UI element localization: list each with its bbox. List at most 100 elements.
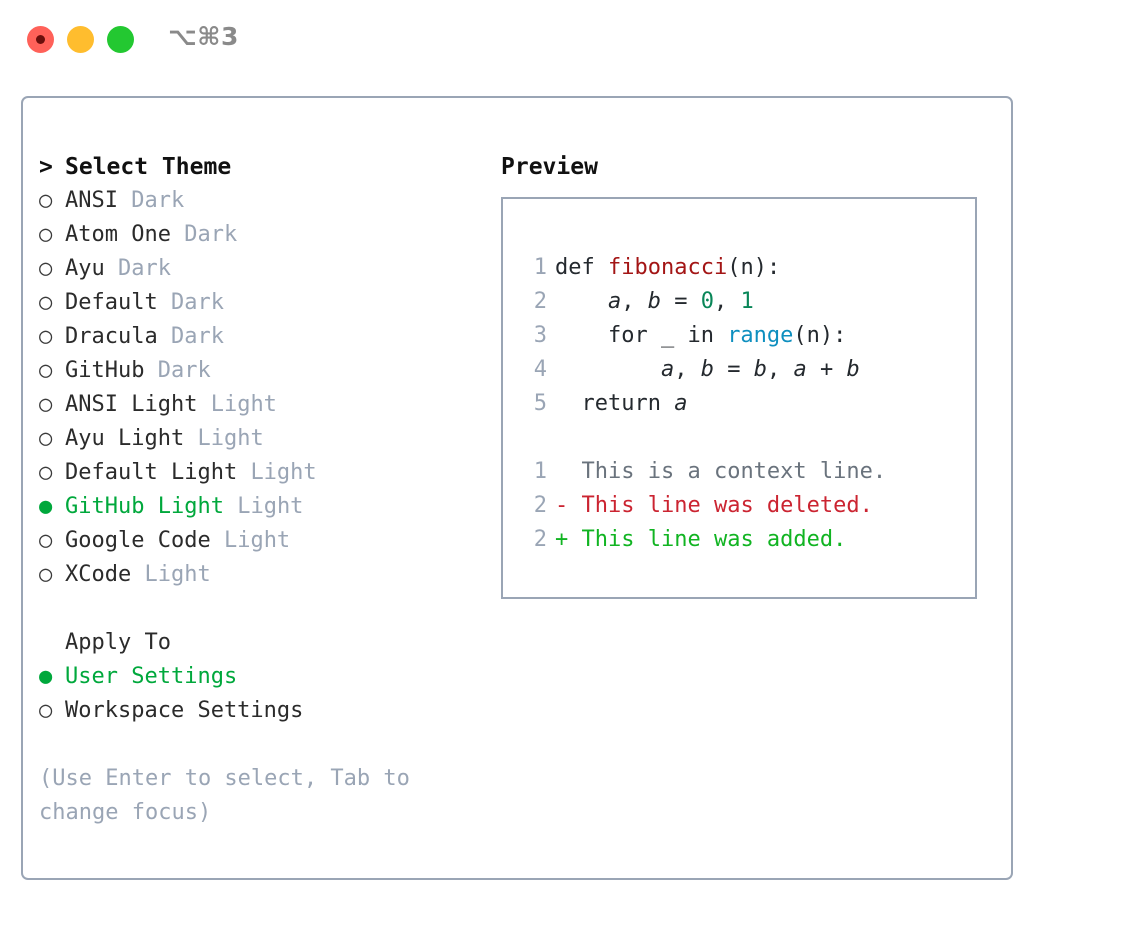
theme-item-kind: Dark: [131, 188, 185, 213]
theme-item[interactable]: ○Default Dark: [39, 286, 479, 320]
diff-line-text: This is a context line.: [581, 459, 887, 484]
preview-title: Preview: [501, 154, 598, 180]
diff-line: 2+ This line was added.: [521, 523, 975, 557]
radio-selected-icon: ●: [39, 664, 53, 689]
theme-list: ○ANSI Dark○Atom One Dark○Ayu Dark○Defaul…: [39, 184, 479, 592]
radio-unselected-icon: ○: [39, 222, 53, 247]
theme-item[interactable]: ○ Ayu Dark: [39, 252, 479, 286]
apply-to-option-label: User Settings: [65, 664, 238, 689]
radio-unselected-icon: ○: [39, 256, 53, 281]
code-line-number: 4: [533, 357, 547, 382]
diff-line-text: This line was added.: [581, 527, 847, 552]
code-token-plain: def: [555, 255, 608, 280]
theme-item-kind: Dark: [170, 290, 224, 315]
diff-line: 1 This is a context line.: [521, 455, 975, 489]
code-token-func: fibonacci: [607, 255, 728, 280]
radio-unselected-icon: ○: [39, 460, 53, 485]
code-token-call: range: [727, 323, 794, 348]
theme-item[interactable]: ○XCode Light: [39, 558, 479, 592]
radio-unselected-icon: ○: [39, 188, 53, 213]
code-token-num: 0: [700, 289, 714, 314]
theme-item-name: Ayu: [65, 256, 105, 281]
theme-item[interactable]: ○GitHub Dark: [39, 354, 479, 388]
code-token-plain: =: [660, 289, 701, 314]
code-token-var: b: [647, 289, 661, 314]
code-token-var: b: [846, 357, 860, 382]
diff-line-body: + This line was added.: [555, 527, 846, 552]
keyboard-hint-text: (Use Enter to select, Tab to change focu…: [39, 766, 410, 825]
code-token-plain: ,: [674, 357, 701, 382]
theme-item[interactable]: ○ Atom One Dark: [39, 218, 479, 252]
code-line: 2 a, b = 0, 1: [521, 285, 975, 319]
code-line-number: 3: [533, 323, 547, 348]
diff-block: 1 This is a context line.2- This line wa…: [521, 455, 975, 557]
theme-item-kind: Light: [237, 494, 304, 519]
theme-item[interactable]: ○ANSI Dark: [39, 184, 479, 218]
code-token-plain: [555, 289, 608, 314]
select-theme-header: > Select Theme: [39, 150, 479, 184]
code-line: 3 for _ in range(n):: [521, 319, 975, 353]
apply-to-group: Apply To ● User Settings ○Workspace Settin…: [39, 626, 479, 728]
code-token-var: a: [660, 357, 675, 382]
code-line-number: 2: [533, 289, 547, 314]
code-line-number: 5: [533, 391, 547, 416]
minimize-button[interactable]: [67, 26, 94, 53]
diff-line-number: 1: [533, 459, 547, 484]
theme-item-name: Dracula: [65, 324, 158, 349]
theme-item-name: Ayu Light: [65, 426, 185, 451]
theme-item[interactable]: ○Default Light Light: [39, 456, 479, 490]
select-theme-title: Select Theme: [65, 154, 232, 180]
radio-unselected-icon: ○: [39, 528, 53, 553]
radio-unselected-icon: ○: [39, 358, 53, 383]
theme-item-kind: Dark: [170, 324, 224, 349]
code-token-plain: ,: [713, 289, 741, 314]
caret-icon: >: [39, 154, 53, 180]
radio-unselected-icon: ○: [39, 392, 53, 417]
diff-sign: +: [555, 527, 569, 552]
diff-sign: -: [555, 493, 569, 518]
diff-line-body: - This line was deleted.: [555, 493, 873, 518]
radio-unselected-icon: ○: [39, 426, 53, 451]
main-panel: >Select Theme ○ANSI Dark○Atom One Dark○A…: [21, 96, 1013, 880]
theme-item-name: ANSI Light: [65, 392, 198, 417]
code-token-var: a: [793, 357, 807, 382]
theme-item[interactable]: ○ ANSI Light Light: [39, 388, 479, 422]
theme-item-kind: Dark: [184, 222, 238, 247]
code-token-plain: =: [713, 357, 754, 382]
window-titlebar: ⌥⌘3: [0, 0, 1140, 78]
theme-item-kind: Dark: [118, 256, 171, 281]
theme-item-name: Google Code: [65, 528, 211, 553]
radio-unselected-icon: ○: [39, 324, 53, 349]
theme-item-kind: Light: [250, 460, 317, 485]
radio-unselected-icon: ○: [39, 698, 53, 723]
code-token-plain: [555, 357, 661, 382]
theme-item-name: GitHub: [65, 358, 145, 383]
code-token-plain: return: [555, 391, 675, 416]
apply-to-list: ● User Settings ○Workspace Settings: [39, 660, 479, 728]
keyboard-shortcut-label: ⌥⌘3: [168, 22, 239, 51]
theme-item-name: Atom One: [65, 222, 171, 247]
traffic-light-group: [27, 26, 134, 53]
diff-line-number: 2: [533, 493, 547, 518]
theme-item[interactable]: ●GitHub Light Light: [39, 490, 479, 524]
code-token-var: a: [607, 289, 622, 314]
apply-to-option[interactable]: ○Workspace Settings: [39, 694, 479, 728]
radio-selected-icon: ●: [39, 494, 53, 519]
code-line: 5 return a: [521, 387, 975, 421]
apply-to-header: Apply To: [65, 630, 171, 655]
theme-item-kind: Light: [197, 426, 264, 451]
theme-item-kind: Light: [210, 392, 277, 417]
diff-line-text: This line was deleted.: [581, 493, 873, 518]
code-line-number: 1: [533, 255, 547, 280]
code-token-plain: ,: [766, 357, 794, 382]
theme-item[interactable]: ○ Dracula Dark: [39, 320, 479, 354]
maximize-button[interactable]: [107, 26, 134, 53]
theme-item[interactable]: ○Google Code Light: [39, 524, 479, 558]
close-button[interactable]: [27, 26, 54, 53]
theme-item[interactable]: ○ Ayu Light Light: [39, 422, 479, 456]
apply-to-option[interactable]: ● User Settings: [39, 660, 479, 694]
